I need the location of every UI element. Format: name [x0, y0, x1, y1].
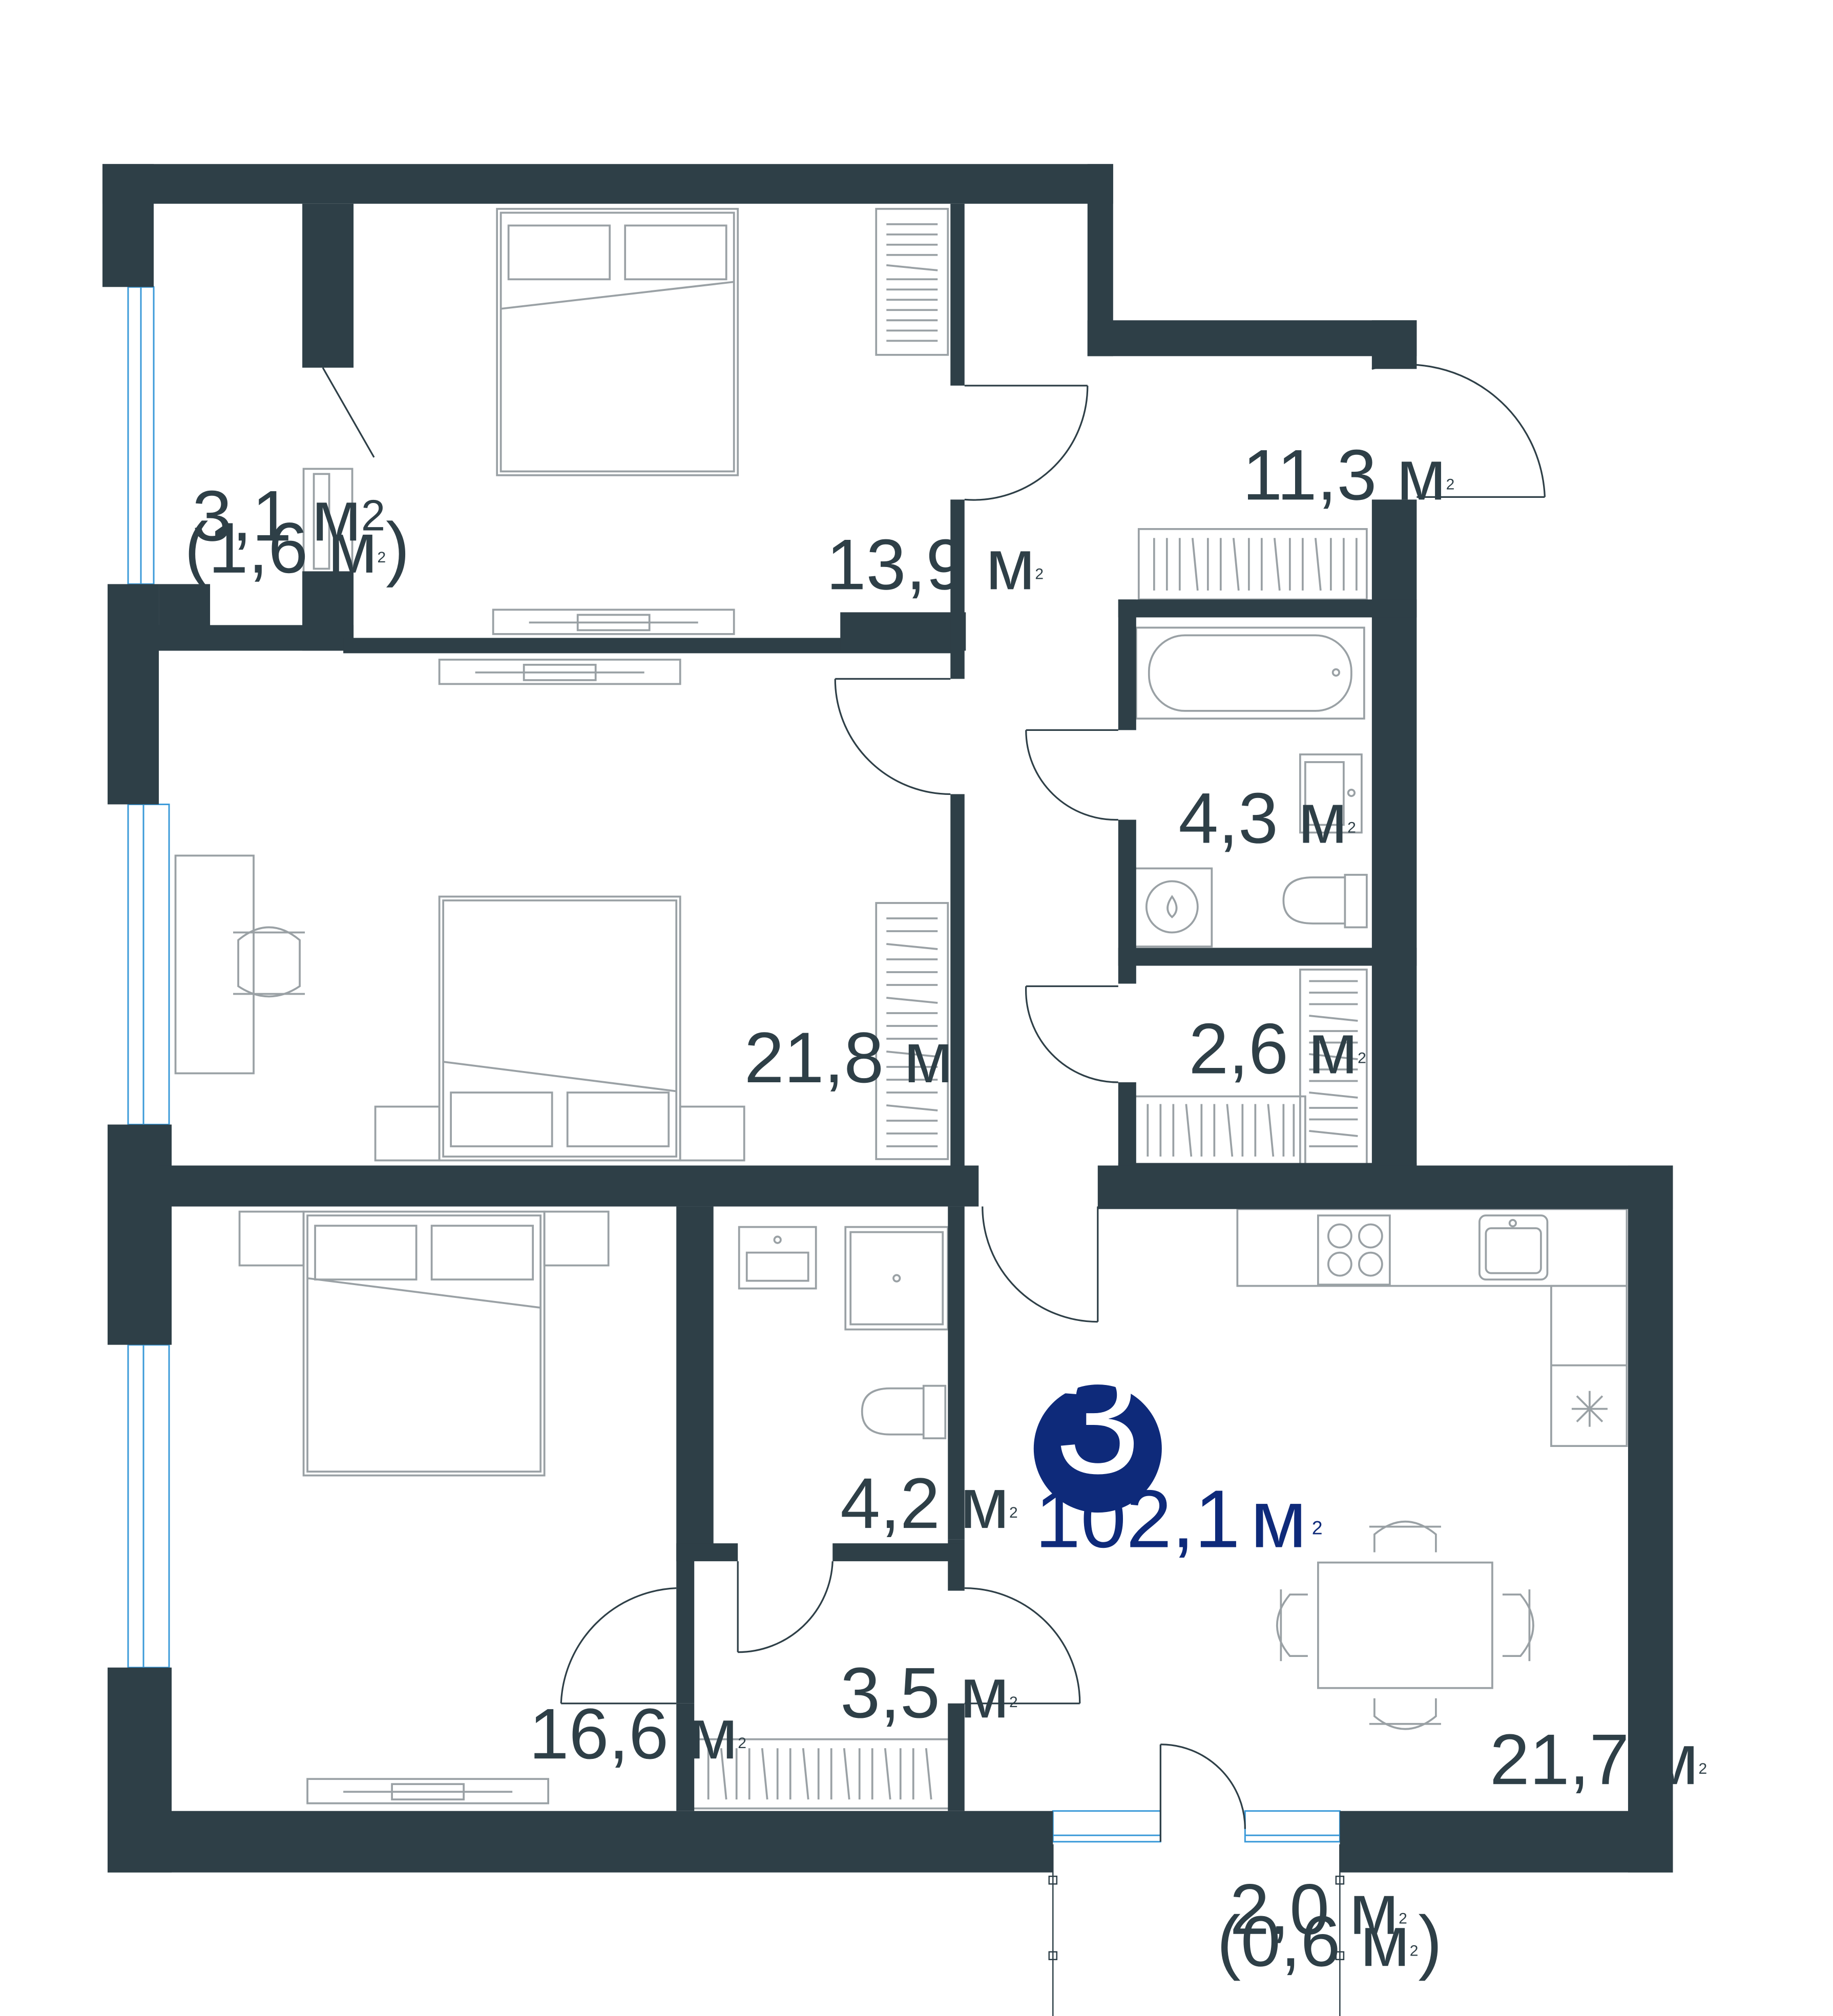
shower-icon [844, 1226, 949, 1331]
door-icon [982, 1206, 1099, 1323]
room-subarea-balcony: (0,6 м2) [1217, 1901, 1442, 1981]
wardrobe-icon [875, 207, 949, 356]
room-area-storage: 2,6 м2 [1189, 1009, 1366, 1089]
door-icon [737, 1561, 834, 1653]
room-area-bedroom-middle: 21,8 м2 [744, 1017, 962, 1098]
washing-machine-icon [1132, 867, 1213, 948]
sink-icon [1299, 753, 1363, 834]
toilet-icon [1282, 874, 1368, 929]
bed-icon [238, 1210, 610, 1477]
room-area-wc: 4,2 м2 [840, 1463, 1017, 1543]
window-icon [127, 803, 170, 1126]
door-icon [1025, 729, 1118, 821]
balcony-window-icon [1052, 1810, 1341, 1843]
chair-icon [233, 926, 305, 998]
balcony-outline [1048, 1844, 1345, 2016]
doors [322, 364, 1546, 1842]
rooms-count: 3 [1055, 1334, 1140, 1506]
tv-stand-icon [438, 659, 681, 685]
entrance-door-icon [1371, 364, 1546, 498]
bed-icon [496, 207, 739, 476]
wardrobe-icon [1137, 528, 1368, 601]
room-subarea-wardrobe-left: (1,6 м2) [184, 508, 410, 588]
sink-icon [1478, 1214, 1549, 1280]
balcony-door-icon [1159, 1744, 1246, 1842]
door-icon [964, 1587, 1081, 1705]
room-area-balcony: 2,0 м2 [1230, 1869, 1407, 1949]
room-area-kitchen-living: 21,7 м2 [1490, 1719, 1707, 1799]
rooms-count-badge [1033, 1384, 1162, 1513]
room-area-hallway: 11,3 м2 [1242, 434, 1454, 515]
door-icon [964, 385, 1089, 501]
walls [102, 164, 1673, 1873]
room-area-bathroom: 4,3 м2 [1178, 778, 1356, 858]
room-area-bedroom-top: 13,9 м2 [826, 524, 1044, 604]
desk-icon [174, 854, 255, 1075]
toilet-icon [861, 1384, 947, 1439]
tv-stand-icon [492, 608, 735, 635]
door-icon [1025, 985, 1118, 1083]
room-labels: 3,1 м2 (1,6 м2) 13,9 м2 11,3 м2 21,8 м2 … [184, 434, 1707, 1981]
chair-icon [1276, 1520, 1534, 1730]
room-area-corridor: 3,5 м2 [840, 1652, 1017, 1733]
dining-table-icon [1317, 1561, 1493, 1689]
door-icon [322, 367, 375, 458]
bathtub-icon [1135, 626, 1365, 720]
room-area-bedroom-bottom: 16,6 м2 [529, 1693, 746, 1774]
fridge-icon [1571, 1391, 1608, 1427]
door-icon [834, 678, 951, 795]
stove-icon [1317, 1214, 1391, 1286]
door-icon [560, 1587, 677, 1705]
tv-stand-icon [306, 1778, 550, 1804]
room-area-wardrobe-left: 3,1 м2 [192, 475, 385, 556]
sink-icon [738, 1226, 817, 1290]
window-icon [127, 286, 155, 585]
window-icon [127, 1344, 170, 1669]
windows [127, 286, 1341, 1843]
bed-icon [374, 895, 745, 1162]
kitchen-counter-icon [1236, 1208, 1628, 1447]
wardrobe-icon [875, 902, 949, 1160]
